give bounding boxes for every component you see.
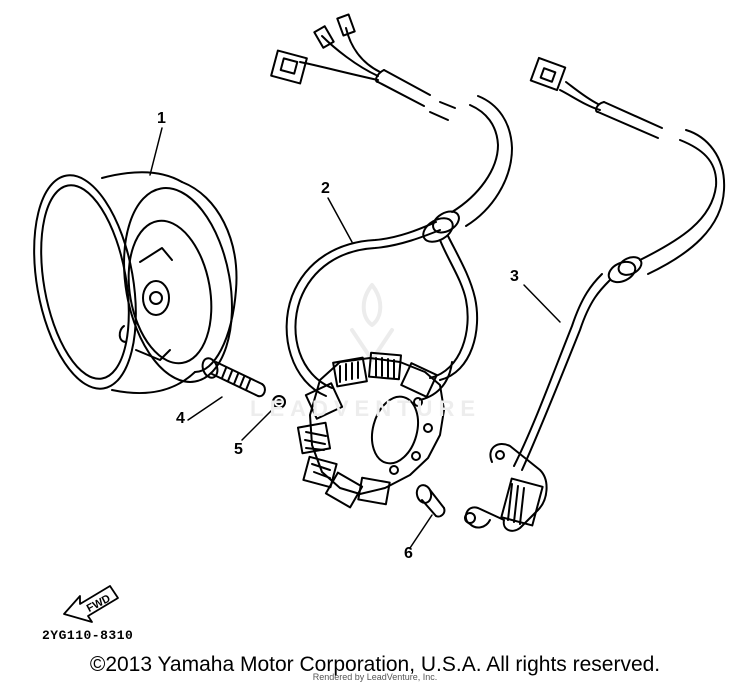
leader-line-3 [523,284,561,323]
flywheel-rotor [33,171,238,395]
bolt-part-4 [201,357,266,398]
rendered-by-notice: Rendered by LeadVenture, Inc. [312,672,438,682]
callout-3: 3 [510,268,519,285]
callout-5: 5 [234,441,243,458]
leader-line-6 [409,514,433,549]
fwd-label: FWD [85,592,113,614]
leader-lines [149,127,561,549]
leader-line-5 [241,407,275,441]
callout-4: 4 [176,410,185,427]
callout-2: 2 [321,180,330,197]
screw-part-6 [415,484,446,518]
leader-line-4 [187,396,223,421]
fwd-arrow-icon: FWD [63,585,119,623]
stator-assembly [270,13,513,509]
leader-line-1 [149,127,163,176]
watermark-text: LEADVENTURE [250,396,482,421]
part-code: 2YG110-8310 [42,628,134,643]
pickup-coil [464,56,726,532]
washer-part-5 [272,395,286,409]
copyright-notice: ©2013 Yamaha Motor Corporation, U.S.A. A… [89,653,661,676]
leader-line-2 [327,197,353,243]
watermark-logo [350,283,394,362]
callout-6: 6 [404,545,413,562]
callout-1: 1 [157,110,166,127]
